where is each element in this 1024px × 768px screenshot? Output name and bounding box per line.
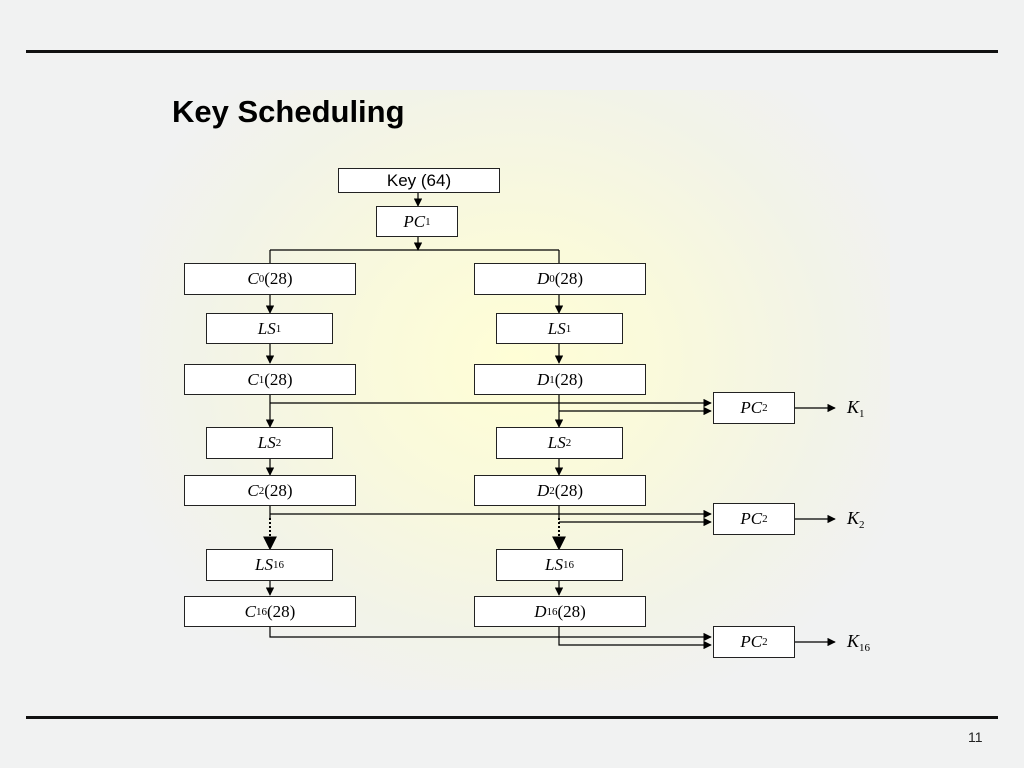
- c2-main: C: [247, 480, 259, 500]
- k2-sub: 2: [859, 519, 865, 531]
- ls16-right-main: LS: [545, 555, 563, 574]
- d2-main: D: [536, 480, 550, 500]
- k16-label: K16: [847, 631, 871, 654]
- ls1-right-main: LS: [547, 318, 566, 338]
- k1-label: K1: [847, 397, 865, 420]
- top-rule: [26, 50, 998, 53]
- pc2-r16-main: PC: [740, 632, 763, 651]
- key-box-label: Key (64): [386, 170, 452, 190]
- c16-tail: (28): [267, 601, 296, 621]
- c1-main: C: [247, 369, 259, 389]
- d16-main: D: [534, 601, 547, 621]
- ls16-left-main: LS: [255, 555, 273, 574]
- k16-main: K: [847, 631, 860, 651]
- c2-tail: (28): [264, 480, 293, 500]
- c16-main: C: [244, 601, 256, 621]
- d0-tail: (28): [554, 269, 584, 288]
- feed-c16-pc2: [269, 627, 712, 642]
- c0-main: C: [247, 269, 259, 288]
- ls2-right-main: LS: [547, 433, 566, 452]
- d16-tail: (28): [557, 601, 586, 621]
- k1-sub: 1: [859, 408, 865, 420]
- d1-tail: (28): [554, 369, 584, 389]
- k1-main: K: [847, 397, 860, 417]
- slide-title: Key Scheduling: [172, 94, 405, 129]
- pc2-r2-main: PC: [740, 509, 763, 528]
- ls1-left-main: LS: [257, 318, 276, 338]
- page-number: 11: [968, 729, 983, 745]
- c1-tail: (28): [264, 369, 293, 389]
- c0-tail: (28): [264, 269, 293, 288]
- bottom-rule: [26, 716, 998, 719]
- feed-d16-pc2: [558, 627, 712, 650]
- k2-label: K2: [847, 508, 865, 531]
- key-input-box: Key (64): [338, 168, 500, 193]
- d2-tail: (28): [554, 480, 584, 500]
- d1-main: D: [536, 369, 550, 389]
- k2-main: K: [847, 508, 860, 528]
- pc1-main: PC: [403, 211, 426, 231]
- k16-sub: 16: [859, 642, 871, 654]
- pc2-r1-main: PC: [740, 398, 763, 417]
- d0-main: D: [536, 269, 550, 288]
- ls2-left-main: LS: [257, 433, 276, 452]
